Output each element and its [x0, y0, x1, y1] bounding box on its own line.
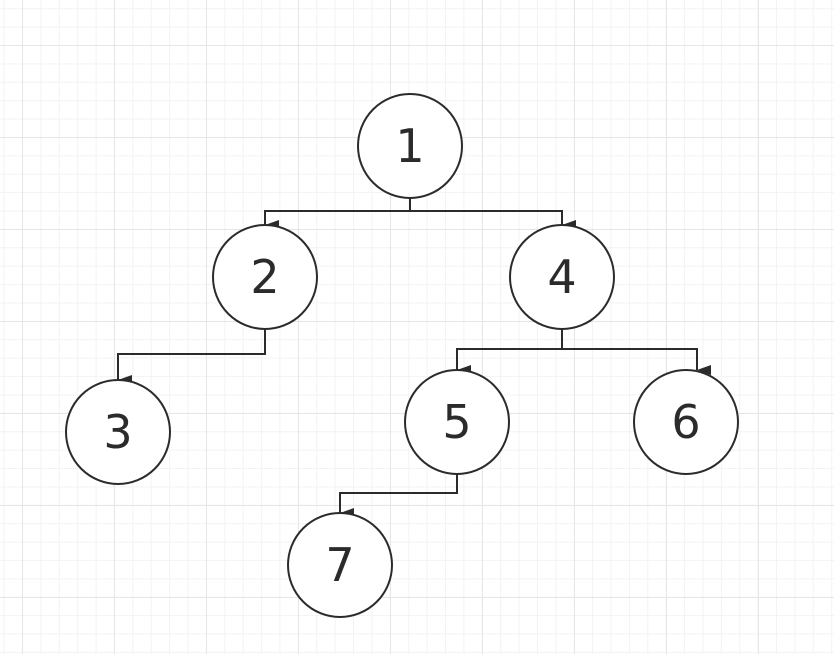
node-4: 4 [509, 224, 615, 330]
node-3: 3 [65, 379, 171, 485]
node-circle-7 [287, 512, 393, 618]
edge-1-to-2 [264, 198, 411, 230]
node-label-3: 3 [103, 405, 132, 459]
node-7: 7 [287, 512, 393, 618]
node-5: 5 [404, 369, 510, 475]
nodes-layer: 1 2 4 3 5 6 7 [65, 93, 739, 618]
edge-2-to-3 [117, 329, 266, 385]
edges-layer [117, 198, 711, 518]
edge-1-to-4 [409, 198, 576, 230]
node-label-4: 4 [547, 250, 576, 304]
node-circle-2 [212, 224, 318, 330]
node-label-7: 7 [325, 538, 354, 592]
node-1: 1 [357, 93, 463, 199]
edge-5-to-7 [339, 474, 458, 518]
node-label-5: 5 [442, 395, 471, 449]
node-label-2: 2 [250, 250, 279, 304]
node-circle-5 [404, 369, 510, 475]
edge-4-to-6 [561, 329, 711, 375]
node-circle-4 [509, 224, 615, 330]
edge-4-to-5 [456, 329, 563, 375]
node-circle-1 [357, 93, 463, 199]
node-label-6: 6 [671, 395, 700, 449]
node-circle-3 [65, 379, 171, 485]
node-label-1: 1 [395, 119, 424, 173]
node-6: 6 [633, 369, 739, 475]
node-circle-6 [633, 369, 739, 475]
node-2: 2 [212, 224, 318, 330]
